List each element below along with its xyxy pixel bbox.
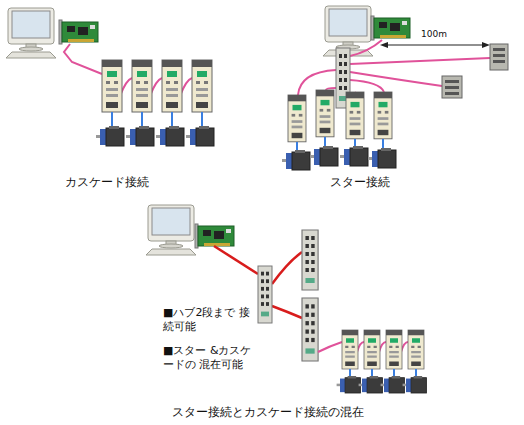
figure-caption: スター接続 [330,175,390,190]
remote-device [490,44,508,70]
motor [403,376,427,393]
motor-cable [350,369,416,376]
hub [258,266,272,323]
figure-caption: カスケード接続 [65,175,149,190]
motor [359,376,383,393]
hub [302,298,318,361]
hub [302,230,318,290]
motor [186,126,214,146]
board [59,20,98,44]
servo-amp [374,92,392,139]
cable [350,40,382,56]
servo-amp [192,60,212,112]
servo-amp [346,92,364,139]
servo-amp [132,60,152,112]
servo-amp [162,60,182,112]
star-figure [282,6,508,170]
motor [126,126,154,146]
note-text: ■ハブ2段まで 接続可能 [163,306,255,334]
computer [6,8,56,58]
cascade-figure [6,8,214,146]
computer [146,205,196,255]
cable [272,306,302,318]
motor [381,376,405,393]
cable [350,80,384,92]
cable [272,252,302,284]
servo-amp [386,330,402,369]
note-text: ■スター &カスケードの 混在可能 [163,344,255,372]
io-device [442,76,462,98]
servo-amp [408,330,424,369]
cable [214,246,258,274]
cable [318,342,342,352]
motor [337,376,361,393]
servo-amp [342,330,358,369]
servo-amp [316,90,334,137]
servo-amp [364,330,380,369]
motor [310,146,338,166]
arrow-head [380,42,388,48]
servo-amp [102,60,122,112]
mixed-figure [146,205,426,393]
cable [350,58,490,64]
cable [350,72,442,86]
motor [156,126,184,146]
motor [96,126,124,146]
board [195,224,234,248]
distance-label: 100m [419,29,449,40]
distance-arrow [384,44,486,45]
arrow-head [482,42,490,48]
figure-caption: スター接続とカスケード接続の混在 [172,405,364,420]
cable [64,44,102,74]
board [371,16,410,40]
motor [340,146,368,166]
servo-amp [288,95,306,142]
motor-cable [112,112,202,126]
motor [368,148,396,168]
motor [282,150,310,170]
motor-cable [297,137,383,150]
